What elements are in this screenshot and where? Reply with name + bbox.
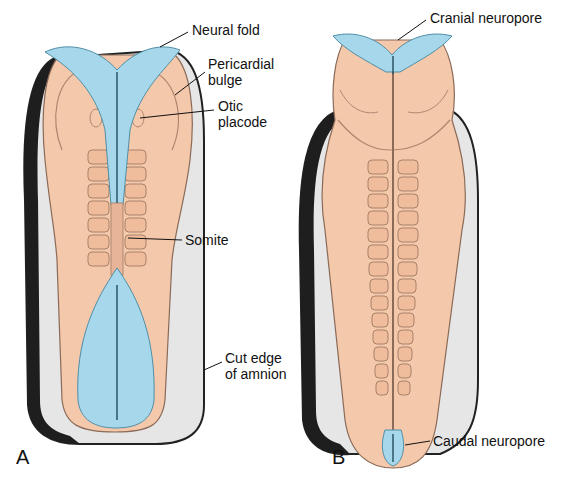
part-label: Neural fold <box>192 22 260 38</box>
part-label: Caudal neuropore <box>433 433 545 449</box>
panel-letter: B <box>332 446 345 468</box>
part-label: Cut edge of amnion <box>225 350 297 382</box>
part-label: Pericardial bulge <box>208 56 294 88</box>
part-label: Somite <box>185 232 229 248</box>
part-label: Cranial neuropore <box>430 10 542 26</box>
part-label: Otic placode <box>218 98 278 130</box>
panel-letter: A <box>16 446 29 468</box>
